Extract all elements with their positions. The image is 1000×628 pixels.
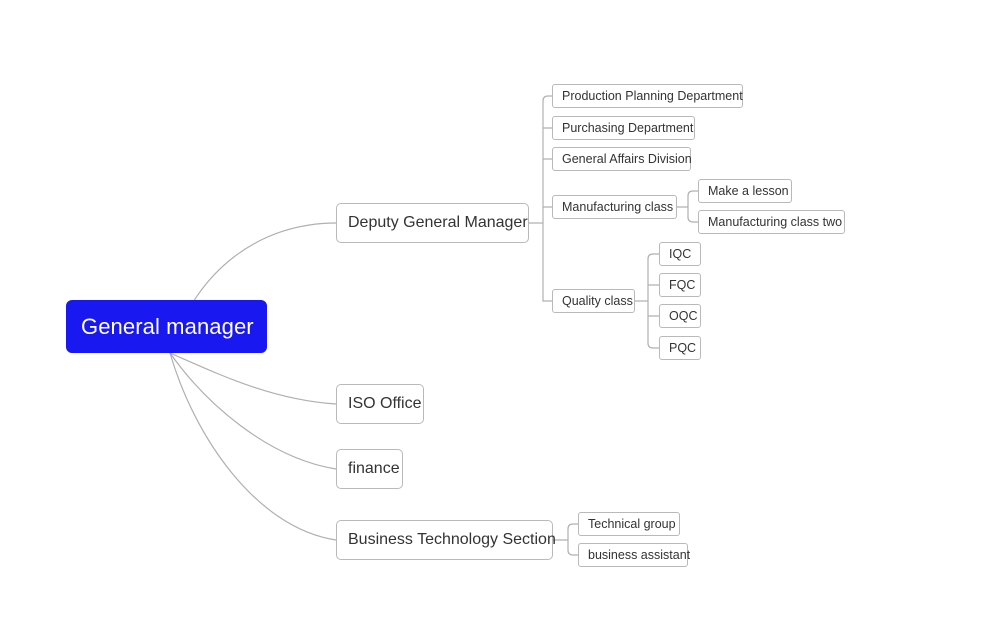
node-label: business assistant <box>588 547 691 562</box>
node-purchasing-department[interactable]: Purchasing Department <box>552 116 695 140</box>
node-label: OQC <box>669 308 698 323</box>
edge-root-to-finance <box>169 352 337 470</box>
edge-manufacturing-to-make-a-lesson <box>687 190 699 197</box>
node-make-a-lesson[interactable]: Make a lesson <box>698 179 792 203</box>
edge-manufacturing-to-manufacturing-class-two <box>687 216 699 223</box>
node-quality-class[interactable]: Quality class <box>552 289 635 313</box>
node-label: Business Technology Section <box>348 531 556 548</box>
edge-deputy-to-production-planning-department <box>542 95 553 102</box>
node-pqc[interactable]: PQC <box>659 336 701 360</box>
node-label: Purchasing Department <box>562 120 694 135</box>
node-label: Production Planning Department <box>562 88 743 103</box>
node-label: FQC <box>669 277 696 292</box>
edge-root-to-iso-office <box>169 352 337 405</box>
node-label: Quality class <box>562 293 633 308</box>
node-deputy-general-manager[interactable]: Deputy General Manager <box>336 203 529 243</box>
node-label: Technical group <box>588 516 676 531</box>
node-label: General Affairs Division <box>562 151 692 166</box>
node-iqc[interactable]: IQC <box>659 242 701 266</box>
edge-business-to-business-assistant <box>567 549 579 556</box>
node-fqc[interactable]: FQC <box>659 273 701 297</box>
node-finance[interactable]: finance <box>336 449 403 489</box>
node-oqc[interactable]: OQC <box>659 304 701 328</box>
node-production-planning-department[interactable]: Production Planning Department <box>552 84 743 108</box>
edge-business-to-technical-group <box>567 523 579 530</box>
node-iso-office[interactable]: ISO Office <box>336 384 424 424</box>
node-label: Manufacturing class <box>562 199 674 214</box>
node-manufacturing-class-two[interactable]: Manufacturing class two <box>698 210 845 234</box>
node-general-affairs-division[interactable]: General Affairs Division <box>552 147 692 171</box>
node-business-technology-section[interactable]: Business Technology Section <box>336 520 556 560</box>
node-label: IQC <box>669 246 692 261</box>
node-label: Make a lesson <box>708 183 789 198</box>
node-label: Deputy General Manager <box>348 214 528 231</box>
node-manufacturing-class[interactable]: Manufacturing class <box>552 195 677 219</box>
node-general-manager[interactable]: General manager <box>66 300 267 353</box>
node-label: ISO Office <box>348 395 422 412</box>
node-label: Manufacturing class two <box>708 214 843 229</box>
edge-quality-to-pqc <box>647 342 660 349</box>
node-business-assistant[interactable]: business assistant <box>578 543 691 567</box>
node-technical-group[interactable]: Technical group <box>578 512 680 536</box>
edge-quality-to-iqc <box>647 253 660 260</box>
node-label: General manager <box>81 313 254 339</box>
node-label: PQC <box>669 340 697 355</box>
edge-root-to-business-technology-section <box>169 352 337 541</box>
node-label: finance <box>348 460 400 477</box>
